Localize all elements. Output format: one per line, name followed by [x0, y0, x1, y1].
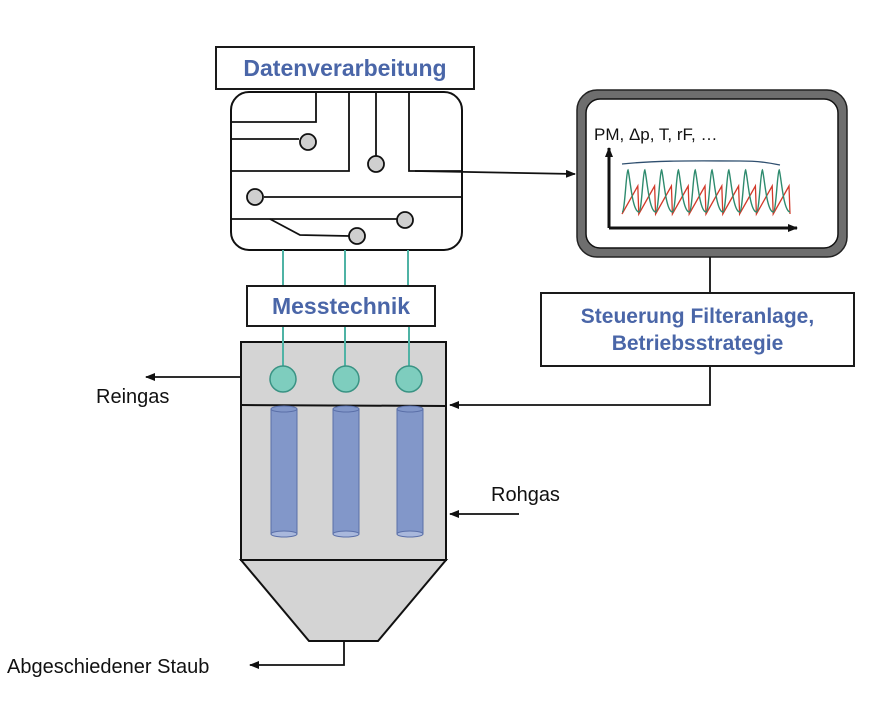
circuit-pads — [246, 133, 414, 245]
sensor-1 — [269, 365, 297, 393]
reingas-label: Reingas — [96, 386, 170, 408]
filter-bag-1 — [270, 405, 298, 538]
filter-bags — [270, 405, 424, 538]
steuerung-box: Steuerung Filteranlage, Betriebsstrategi… — [540, 292, 855, 367]
dust-hopper — [238, 559, 449, 642]
sensor-wires-lower — [282, 326, 410, 367]
steuerung-label-line2: Betriebsstrategie — [611, 331, 784, 355]
filter-bag-3 — [396, 405, 424, 538]
monitor: PM, Δp, T, rF, … — [576, 89, 848, 258]
sensor-3 — [395, 365, 423, 393]
sensors — [269, 365, 423, 393]
chart-baseline-trace — [621, 160, 781, 166]
staub-label: Abgeschiedener Staub — [7, 656, 210, 678]
messtechnik-label: Messtechnik — [271, 292, 411, 319]
mini-chart — [605, 147, 798, 232]
sensor-2 — [332, 365, 360, 393]
messtechnik-box: Messtechnik — [246, 285, 436, 327]
sensor-wires-upper — [282, 250, 409, 285]
datenverarbeitung-label: Datenverarbeitung — [243, 54, 447, 81]
circuit-traces — [231, 93, 462, 237]
staub-arrow — [249, 641, 345, 669]
filter-bag-2 — [332, 405, 360, 538]
rohgas-label: Rohgas — [491, 484, 560, 506]
datenverarbeitung-box: Datenverarbeitung — [215, 46, 475, 90]
chart-green-peaks — [621, 168, 791, 213]
arrow-to-monitor — [414, 169, 576, 178]
control-to-filter-arrow — [449, 366, 711, 409]
monitor-variables-text: PM, Δp, T, rF, … — [594, 125, 717, 144]
steuerung-label-line1: Steuerung Filteranlage, — [580, 304, 815, 328]
circuit-board — [230, 91, 463, 251]
